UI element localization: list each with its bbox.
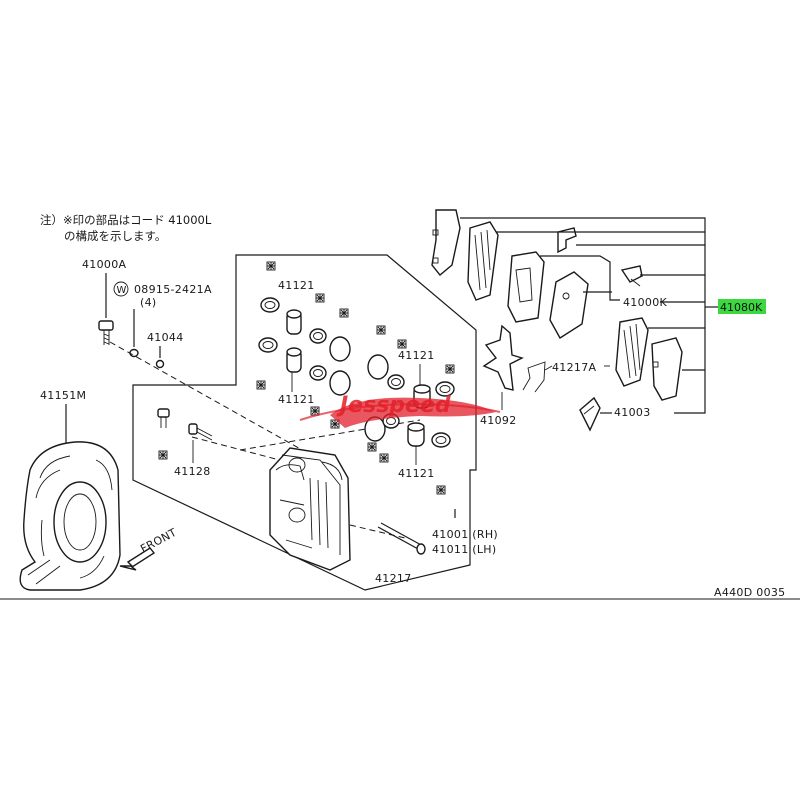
asterisk-mark-icon bbox=[339, 308, 349, 318]
part-dust-shield-41151M[interactable]: 41151M bbox=[19, 389, 121, 591]
label-41003: 41003 bbox=[614, 406, 651, 419]
label-41080K: 41080K bbox=[720, 301, 763, 314]
kit-note-line1: 注）※印の部品はコード 41000L bbox=[40, 213, 212, 227]
asterisk-mark-icon bbox=[436, 485, 446, 495]
part-bleeder-41128[interactable]: 41128 bbox=[157, 408, 213, 478]
asterisk-mark-icon bbox=[397, 339, 407, 349]
part-nut-41044[interactable]: 41044 bbox=[147, 331, 184, 369]
asterisk-mark-icon bbox=[330, 419, 340, 429]
label-41000A: 41000A bbox=[82, 258, 126, 271]
asterisk-mark-icon bbox=[367, 442, 377, 452]
part-pads-41003[interactable]: 41003 bbox=[579, 317, 683, 432]
arrow-down-left-icon bbox=[119, 547, 156, 571]
label-41121-right-bottom: 41121 bbox=[398, 467, 435, 480]
label-41044: 41044 bbox=[147, 331, 184, 344]
asterisk-mark-icon bbox=[376, 325, 386, 335]
label-41001-rh: 41001 (RH) bbox=[432, 528, 498, 541]
asterisk-mark-icon bbox=[379, 453, 389, 463]
label-41217A: 41217A bbox=[552, 361, 596, 374]
asterisk-mark-icon bbox=[445, 364, 455, 374]
label-washer-qty: (4) bbox=[140, 296, 156, 309]
asterisk-mark-icon bbox=[315, 293, 325, 303]
label-41121-left: 41121 bbox=[278, 393, 315, 406]
asterisk-mark-icon bbox=[158, 450, 168, 460]
part-spring-41092[interactable]: 41092 bbox=[480, 324, 524, 427]
label-41121-right-top: 41121 bbox=[398, 349, 435, 362]
label-41151M: 41151M bbox=[40, 389, 86, 402]
label-41128: 41128 bbox=[174, 465, 211, 478]
caliper-labels: 41001 (RH) 41011 (LH) bbox=[432, 509, 498, 556]
kit-marks bbox=[158, 261, 455, 495]
highlight-41080K[interactable]: 41080K bbox=[718, 299, 766, 314]
label-41000K: 41000K bbox=[623, 296, 667, 309]
part-pad-shims-41000K[interactable]: 41000K bbox=[431, 209, 667, 339]
part-clip-41217A[interactable]: 41217A bbox=[522, 361, 610, 393]
label-41217: 41217 bbox=[375, 572, 412, 585]
assembly-line-bolt bbox=[109, 341, 321, 461]
caliper-kit-frame bbox=[132, 254, 477, 591]
kit-note-line2: の構成を示します。 bbox=[64, 229, 166, 243]
kit-note: 注）※印の部品はコード 41000L の構成を示します。 bbox=[40, 213, 212, 243]
asterisk-mark-icon bbox=[256, 380, 266, 390]
part-seals-left-41121[interactable]: 41121 41121 bbox=[258, 279, 351, 406]
reference-code: A440D 0035 bbox=[714, 586, 785, 599]
part-bolt-41000A[interactable]: 41000A bbox=[82, 258, 126, 345]
front-indicator: FRONT bbox=[119, 526, 179, 571]
watermark-text: Jesspeed bbox=[336, 393, 451, 418]
label-08915-2421A: 08915-2421A bbox=[134, 283, 212, 296]
part-washer-08915-2421A[interactable]: W 08915-2421A (4) bbox=[113, 281, 212, 358]
asterisk-mark-icon bbox=[310, 406, 320, 416]
part-caliper-body[interactable] bbox=[269, 447, 351, 571]
kit-bracket-lines bbox=[460, 217, 718, 414]
label-front: FRONT bbox=[138, 526, 179, 556]
label-41121-top: 41121 bbox=[278, 279, 315, 292]
washer-circle-letter: W bbox=[117, 285, 127, 296]
asterisk-mark-icon bbox=[266, 261, 276, 271]
label-41092: 41092 bbox=[480, 414, 517, 427]
label-41011-lh: 41011 (LH) bbox=[432, 543, 496, 556]
watermark-logo: Jesspeed bbox=[299, 393, 501, 428]
part-pin-41217[interactable]: 41217 bbox=[375, 522, 426, 585]
